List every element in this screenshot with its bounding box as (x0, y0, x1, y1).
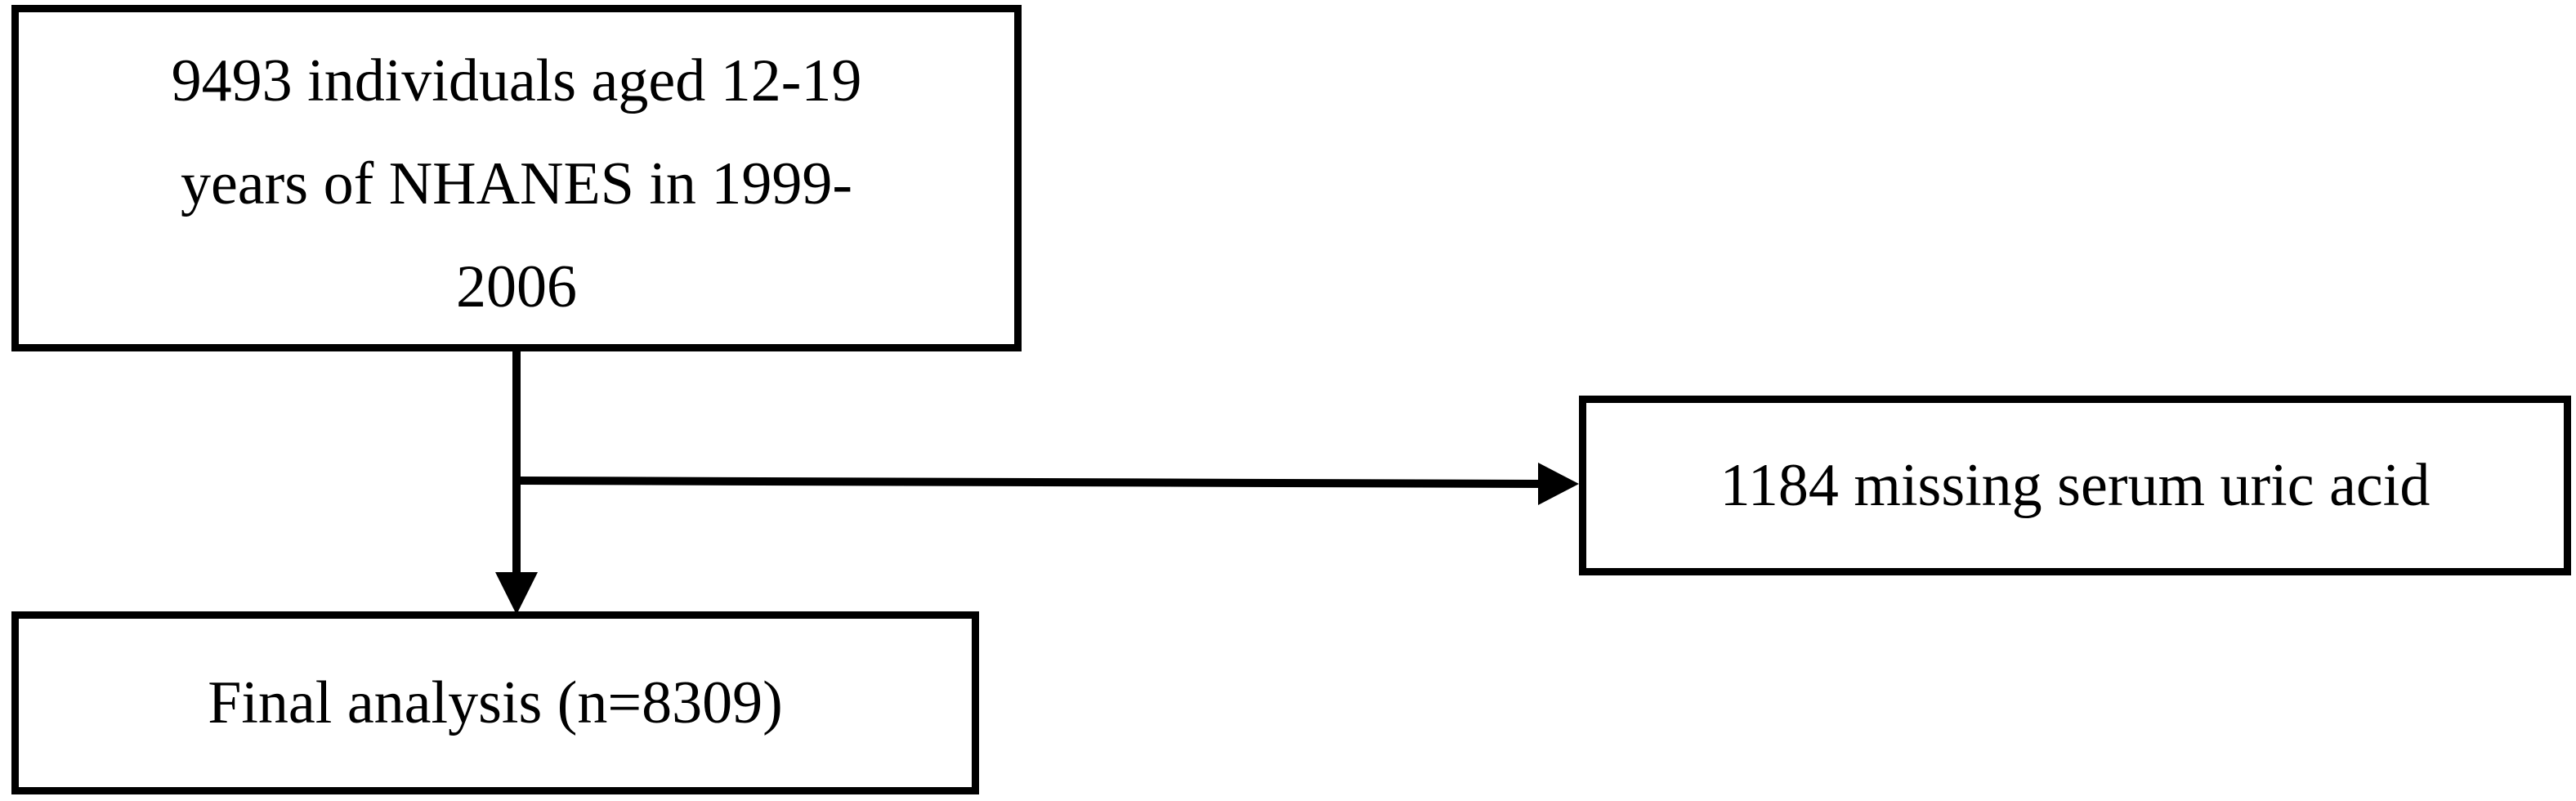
exclusion-text: 1184 missing serum uric acid (1720, 452, 2431, 519)
start-population-text: 9493 individuals aged 12-19 years of NHA… (171, 47, 862, 320)
final-analysis-box: Final analysis (n=8309) (11, 611, 979, 794)
right-arrowhead (1538, 463, 1579, 505)
exclusion-box: 1184 missing serum uric acid (1579, 396, 2571, 575)
horizontal-connector (516, 477, 1545, 488)
down-arrowhead (495, 572, 538, 615)
start-population-box: 9493 individuals aged 12-19 years of NHA… (11, 5, 1022, 351)
final-analysis-text: Final analysis (n=8309) (208, 669, 783, 736)
